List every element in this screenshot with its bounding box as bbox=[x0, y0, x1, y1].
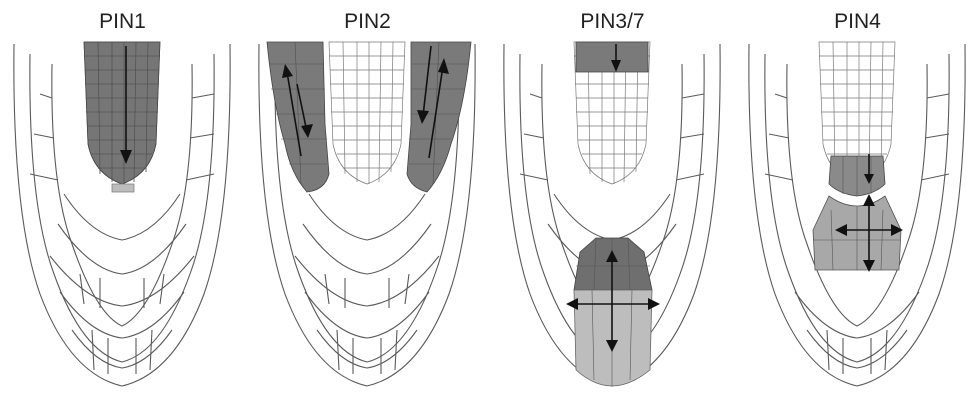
pin2-right-cortex-epidermis bbox=[407, 42, 471, 192]
panel-pin1: PIN1 bbox=[0, 0, 245, 394]
panel-pin2: PIN2 bbox=[245, 0, 490, 394]
panel-title: PIN1 bbox=[0, 10, 245, 34]
pin1-expression-domain bbox=[84, 42, 160, 184]
qc-cells bbox=[112, 184, 134, 192]
panel-pin4: PIN4 bbox=[735, 0, 980, 394]
root-tip-diagram bbox=[735, 34, 980, 394]
root-tip-diagram bbox=[0, 34, 245, 394]
panel-pin37: PIN3/7 bbox=[490, 0, 735, 394]
root-tip-diagram bbox=[245, 34, 490, 394]
panel-title: PIN3/7 bbox=[490, 10, 735, 34]
pin3-stele-top bbox=[576, 42, 648, 72]
panel-title: PIN4 bbox=[735, 10, 980, 34]
stele-cell-grid bbox=[329, 42, 405, 184]
pin3-columella-upper bbox=[574, 238, 652, 290]
root-tip-diagram bbox=[490, 34, 735, 394]
panel-title: PIN2 bbox=[245, 10, 490, 34]
